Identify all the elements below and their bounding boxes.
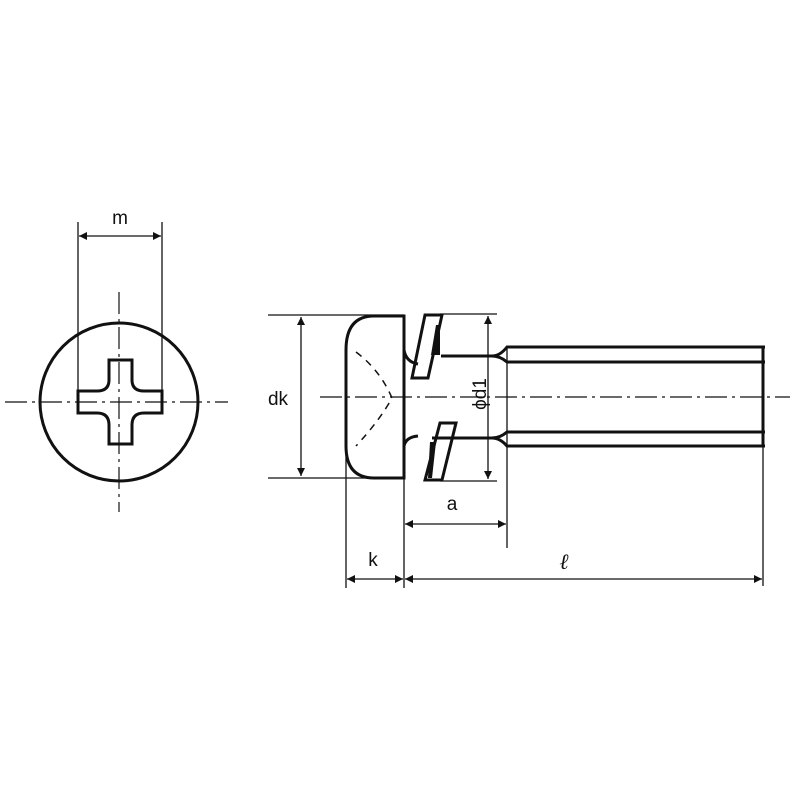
washer-section-bottom-fill	[428, 442, 436, 478]
thread-runout-top-inner	[491, 354, 765, 364]
washer-section-top	[410, 313, 444, 380]
thread-runout-bottom-inner	[491, 436, 765, 448]
d1-label: ϕd1	[470, 378, 491, 410]
dk-label: dk	[268, 389, 289, 410]
a-label: a	[447, 494, 458, 515]
recess-hidden-line	[355, 351, 393, 447]
end-view: m	[5, 208, 228, 512]
side-view: dk ϕd1 a k ℓ	[268, 313, 790, 588]
washer-section-top-fill	[431, 325, 440, 355]
thread-runout-top	[491, 345, 765, 358]
l-label: ℓ	[559, 549, 569, 574]
thread-runout-bottom	[491, 430, 765, 440]
k-label: k	[368, 550, 378, 571]
cross-recess-icon	[76, 358, 164, 446]
m-label: m	[112, 208, 128, 229]
neck-fillet-bottom	[402, 434, 419, 447]
